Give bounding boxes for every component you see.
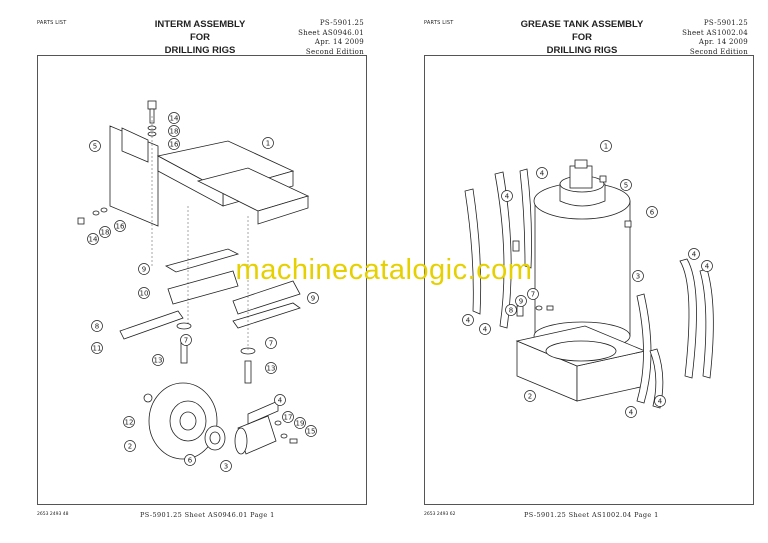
issue-date: Apr. 14 2009 — [314, 38, 364, 46]
callout-13-left: 13 — [154, 357, 163, 365]
footer-code: 2653 2493 62 — [424, 512, 456, 517]
title-line-3: DRILLING RIGS — [164, 45, 236, 56]
callout-3: 3 — [224, 463, 228, 471]
bracket-flange — [121, 127, 149, 163]
callout-9-left: 9 — [142, 266, 146, 274]
drawing-frame: 1 5 4 4 6 4 4 3 7 9 8 4 4 4 2 4 — [424, 55, 754, 505]
callout-2: 2 — [128, 443, 132, 451]
pin-bar-part — [119, 310, 184, 340]
callout-5: 5 — [93, 143, 97, 151]
ps-number: PS-5901.25 — [319, 19, 364, 27]
callout-12: 12 — [125, 419, 134, 427]
callout-13-right: 13 — [267, 365, 276, 373]
callout-4-left-a: 4 — [466, 317, 471, 325]
edition: Second Edition — [689, 47, 748, 56]
callout-15: 15 — [307, 428, 316, 436]
strap-part — [464, 188, 482, 315]
callout-4-left-b: 4 — [483, 326, 488, 334]
title-line-1: INTERM ASSEMBLY — [154, 19, 246, 30]
callout-16-top: 16 — [170, 141, 179, 149]
title-line-3: DRILLING RIGS — [546, 45, 618, 56]
callout-16-left: 16 — [116, 223, 125, 231]
callout-14-top: 14 — [170, 115, 179, 123]
sheet-number: Sheet AS1002.04 — [682, 28, 748, 37]
callout-18-top: 18 — [170, 128, 179, 136]
callout-5: 5 — [624, 182, 628, 190]
callout-4-bottom-right: 4 — [658, 398, 663, 406]
callout-7: 7 — [531, 291, 535, 299]
watermark: machinecatalogic.com — [235, 254, 533, 286]
callout-6: 6 — [188, 457, 193, 465]
page-title: GREASE TANK ASSEMBLY FOR DRILLING RIGS — [512, 18, 652, 57]
issue-date: Apr. 14 2009 — [698, 38, 748, 46]
parts-list-label: PARTS LIST — [424, 20, 454, 26]
drawing-frame: 14 18 16 5 1 14 18 16 9 10 9 8 7 11 7 13… — [37, 55, 367, 505]
callout-17: 17 — [284, 414, 293, 422]
page-title: INTERM ASSEMBLY FOR DRILLING RIGS — [130, 18, 270, 57]
callout-4-bottom: 4 — [629, 409, 634, 417]
callout-9-right: 9 — [311, 295, 315, 303]
callout-7-right: 7 — [269, 340, 273, 348]
footer-code: 2653 2493 48 — [37, 512, 69, 517]
callout-4-right-b: 4 — [705, 263, 710, 271]
guide-plate-part — [164, 248, 240, 273]
callout-3: 3 — [636, 273, 640, 281]
callout-2: 2 — [528, 393, 532, 401]
callout-4-right-a: 4 — [692, 251, 697, 259]
grease-tank-drawing: 1 5 4 4 6 4 4 3 7 9 8 4 4 4 2 4 — [462, 140, 714, 418]
callout-10: 10 — [140, 290, 149, 298]
callout-18-left: 18 — [101, 229, 110, 237]
callout-14-left: 14 — [89, 236, 98, 244]
footer-text: PS-5901.25 Sheet AS1002.04 Page 1 — [524, 511, 659, 519]
callout-11: 11 — [93, 345, 102, 353]
footer-text: PS-5901.25 Sheet AS0946.01 Page 1 — [140, 511, 275, 519]
slide-plate-part — [167, 270, 239, 305]
parts-list-label: PARTS LIST — [37, 20, 67, 26]
title-line-2: FOR — [189, 32, 211, 43]
document-meta: PS-5901.25 Sheet AS1002.04 Apr. 14 2009 … — [682, 19, 748, 57]
right-parts-page: PARTS LIST GREASE TANK ASSEMBLY FOR DRIL… — [384, 0, 768, 543]
callout-8: 8 — [95, 323, 99, 331]
sheet-number: Sheet AS0946.01 — [298, 28, 364, 37]
title-line-2: FOR — [571, 32, 593, 43]
edition: Second Edition — [305, 47, 364, 56]
callout-4-top: 4 — [540, 170, 545, 178]
document-meta: PS-5901.25 Sheet AS0946.01 Apr. 14 2009 … — [298, 19, 364, 57]
callout-8: 8 — [509, 307, 513, 315]
left-parts-page: PARTS LIST INTERM ASSEMBLY FOR DRILLING … — [37, 18, 367, 519]
callout-4: 4 — [278, 397, 283, 405]
callout-4-upper-left: 4 — [505, 193, 510, 201]
callout-9: 9 — [519, 298, 523, 306]
callout-1: 1 — [604, 143, 608, 151]
interm-assembly-drawing: 14 18 16 5 1 14 18 16 9 10 9 8 7 11 7 13… — [77, 100, 319, 472]
pump-part — [569, 165, 593, 189]
callout-19: 19 — [296, 420, 305, 428]
ps-number: PS-5901.25 — [703, 19, 748, 27]
title-line-1: GREASE TANK ASSEMBLY — [520, 19, 644, 30]
callout-7-left: 7 — [184, 337, 188, 345]
callout-1: 1 — [266, 140, 270, 148]
callout-6: 6 — [650, 209, 655, 217]
